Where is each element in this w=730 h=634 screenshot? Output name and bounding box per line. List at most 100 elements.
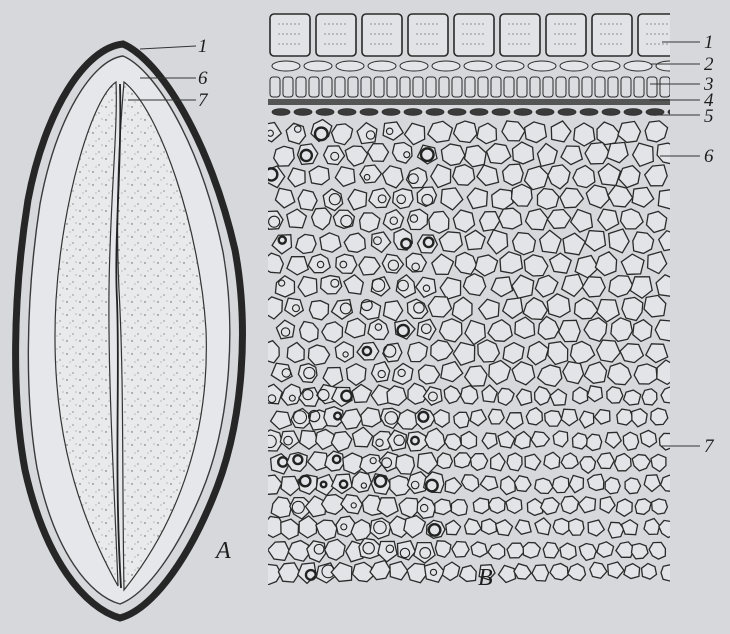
- endosperm-cell: [634, 364, 657, 384]
- aleurone-cell: [359, 257, 380, 275]
- endosperm-cell: [535, 275, 558, 297]
- endosperm-cell: [606, 432, 622, 448]
- flattened-cell: [464, 61, 492, 71]
- palisade-cell: [309, 77, 319, 97]
- endosperm-cell: [538, 189, 559, 210]
- endosperm-cell: [435, 499, 452, 514]
- endosperm-cell: [513, 233, 536, 255]
- aleurone-cell: [390, 562, 408, 580]
- flattened-cell: [496, 61, 524, 71]
- endosperm-cell: [514, 564, 531, 580]
- aleurone-cell: [331, 563, 352, 582]
- endosperm-cell: [588, 520, 604, 536]
- endosperm-cell: [553, 519, 569, 535]
- endosperm-cell: [488, 409, 504, 424]
- endosperm-cell: [480, 212, 500, 231]
- endosperm-cell: [527, 342, 548, 365]
- palisade-cell: [621, 77, 631, 97]
- endosperm-cell: [644, 295, 666, 317]
- aleurone-cell: [311, 120, 332, 142]
- endosperm-cell: [475, 255, 498, 276]
- aleurone-cell: [262, 384, 282, 404]
- flattened-cell: [272, 61, 300, 71]
- endosperm-cell: [491, 453, 505, 471]
- pigment-cell: [360, 109, 378, 116]
- pigment-cell: [558, 109, 576, 116]
- endosperm-cell: [543, 542, 559, 558]
- endosperm-cell: [487, 230, 507, 254]
- aleurone-cell: [274, 146, 295, 166]
- endosperm-cell: [560, 188, 584, 208]
- endosperm-cell: [561, 453, 578, 468]
- endosperm-cell: [513, 142, 534, 164]
- aleurone-cell: [368, 319, 389, 340]
- aleurone-cell: [332, 474, 353, 494]
- aleurone-cell: [296, 234, 316, 253]
- endosperm-cell: [621, 209, 644, 229]
- aleurone-cell: [259, 475, 282, 494]
- endosperm-cell: [588, 474, 604, 490]
- panel-b-callout-2: 2: [704, 54, 714, 75]
- panel-b-callout-7: 7: [704, 436, 715, 457]
- aleurone-cell: [264, 517, 283, 538]
- aleurone-cell: [323, 189, 343, 211]
- endosperm-cell: [635, 499, 651, 515]
- endosperm-cell: [655, 320, 679, 341]
- endosperm-cell: [525, 122, 547, 143]
- endosperm-cell: [661, 565, 677, 581]
- endosperm-cell: [659, 520, 676, 537]
- endosperm-cell: [644, 519, 660, 535]
- endosperm-cell: [482, 385, 497, 402]
- palisade-cell: [400, 77, 410, 97]
- endosperm-cell: [451, 500, 467, 516]
- pigment-cell: [602, 109, 620, 116]
- aleurone-cell: [360, 454, 382, 473]
- endosperm-cell: [598, 164, 620, 186]
- endosperm-cell: [431, 164, 451, 187]
- aleurone-cell: [263, 211, 283, 229]
- endosperm-cell: [514, 476, 531, 492]
- aleurone-cell: [271, 411, 292, 429]
- aleurone-cell: [383, 210, 403, 230]
- aleurone-cell: [418, 453, 438, 474]
- endosperm-cell: [550, 389, 566, 405]
- endosperm-cell: [480, 476, 497, 490]
- endosperm-cell: [440, 319, 462, 342]
- panel-b-callout-1: 1: [704, 32, 714, 53]
- endosperm-cell: [559, 320, 581, 341]
- aleurone-cell: [384, 301, 403, 321]
- pigment-cell: [668, 109, 686, 116]
- endosperm-cell: [462, 475, 479, 492]
- endosperm-cell: [454, 453, 471, 468]
- aleurone-cell: [332, 300, 353, 320]
- endosperm-cell: [471, 454, 488, 471]
- dark-band: [268, 99, 670, 105]
- aleurone-cell: [281, 476, 300, 495]
- aleurone-cell: [264, 297, 283, 319]
- aleurone-cell: [393, 189, 413, 209]
- epidermis-cell: [454, 14, 494, 56]
- aleurone-cell: [407, 299, 427, 318]
- pigment-cell: [470, 109, 488, 116]
- endosperm-cell: [441, 144, 464, 165]
- endosperm-cell: [657, 143, 680, 164]
- aleurone-cell: [309, 301, 328, 320]
- aleurone-cell: [425, 428, 445, 450]
- flattened-cell: [304, 61, 332, 71]
- flattened-cell: [560, 61, 588, 71]
- endosperm-cell: [587, 386, 602, 402]
- aleurone-cell: [369, 188, 391, 207]
- aleurone-cell: [407, 563, 426, 582]
- aleurone-cell: [417, 319, 436, 340]
- endosperm-cell: [597, 340, 621, 362]
- palisade-cell: [348, 77, 358, 97]
- endosperm-cell: [607, 142, 628, 162]
- endosperm-cell: [503, 164, 524, 185]
- palisade-cell: [491, 77, 501, 97]
- aleurone-cell: [280, 431, 299, 449]
- aleurone-cell: [347, 364, 366, 386]
- pigment-cell: [492, 109, 510, 116]
- endosperm-cell: [503, 298, 523, 319]
- endosperm-cell: [446, 520, 461, 534]
- endosperm-cell: [617, 409, 634, 425]
